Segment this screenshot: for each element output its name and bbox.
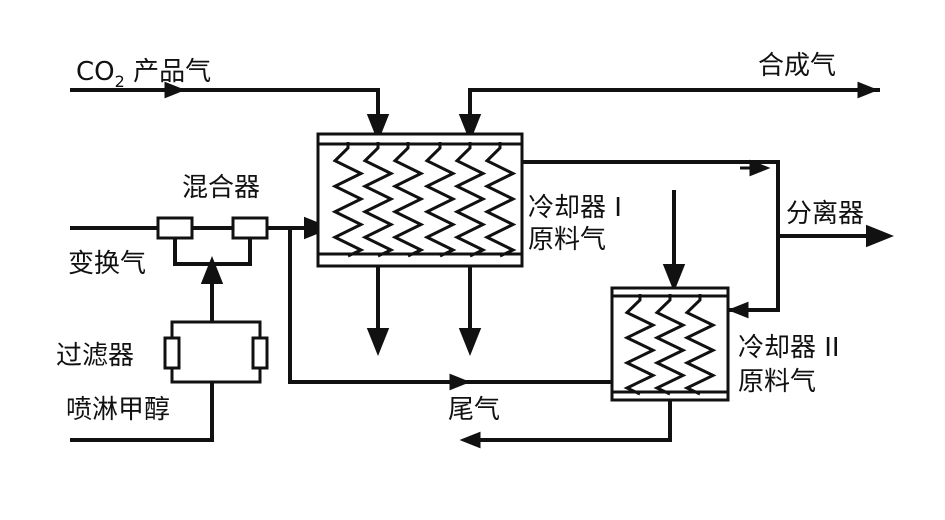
cooler1-feed-label: 原料气	[528, 225, 606, 255]
syngas-line	[458, 88, 880, 142]
cooler1-coil-1	[331, 142, 365, 258]
mixer-label: 混合器	[182, 173, 260, 203]
cooler1-name-label: 冷却器 I	[528, 193, 622, 223]
tail-gas-line	[288, 226, 614, 384]
cooler1-coil-5	[453, 142, 487, 258]
tail-gas-label: 尾气	[448, 395, 500, 425]
cooler2-bottom-line	[466, 400, 672, 442]
methanol-label: 喷淋甲醇	[66, 395, 170, 425]
syngas-label: 合成气	[758, 51, 836, 81]
separator-label: 分离器	[786, 199, 864, 229]
cooler2-unit	[610, 286, 730, 402]
cooler2-feed-label: 原料气	[738, 367, 816, 397]
co2-product-gas-line	[70, 88, 390, 142]
cooler2-coil-3	[683, 294, 717, 396]
cooler2-coil-2	[653, 294, 687, 396]
filter-cartridge-left	[163, 336, 181, 370]
mixer-valve-left	[156, 216, 194, 240]
cooler2-coil-1	[623, 294, 657, 396]
filter-cartridge-right	[251, 336, 269, 370]
filter-body	[170, 320, 262, 384]
cooler2-name-label: 冷却器 II	[738, 333, 840, 363]
cooler1-coil-3	[391, 142, 425, 258]
cooler1-coil-4	[423, 142, 457, 258]
shift-gas-label: 变换气	[68, 249, 146, 279]
cooler1-coil-2	[361, 142, 395, 258]
methanol-line	[70, 382, 214, 442]
mixer-valve-right	[231, 216, 269, 240]
co2-product-gas-label: CO2 产品气	[76, 57, 211, 91]
filter-label: 过滤器	[56, 341, 134, 371]
cooler1-coil-6	[483, 142, 517, 258]
cooler1-unit	[316, 132, 524, 268]
